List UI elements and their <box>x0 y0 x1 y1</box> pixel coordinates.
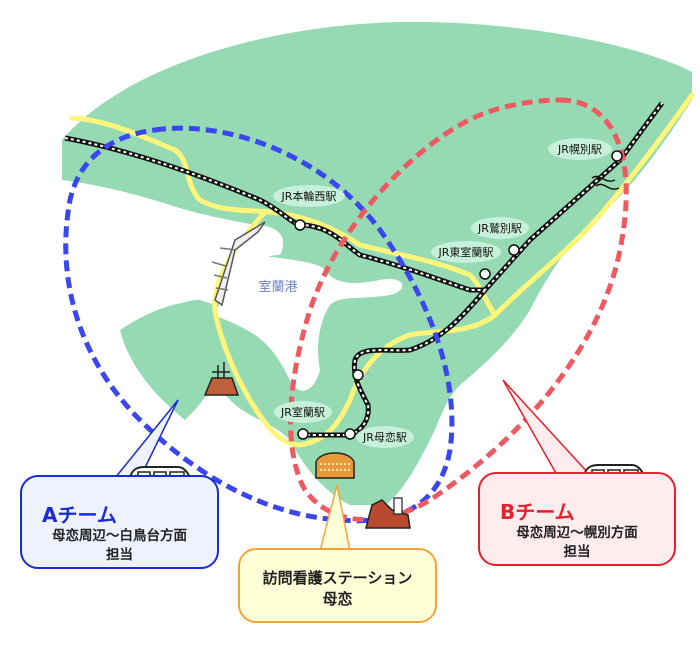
land-west-peninsula <box>120 301 215 420</box>
mountain-icon <box>203 362 240 396</box>
lighthouse-cape-icon <box>365 497 411 529</box>
station-label: JR幌別駅 <box>557 142 602 156</box>
team-b-box: Bチーム 母恋周辺〜幌別方面 担当 <box>478 472 676 566</box>
team-b-title: Bチーム <box>500 500 575 524</box>
nursing-station-box: 訪問看護ステーション 母恋 <box>238 548 437 623</box>
station-label: JR東室蘭駅 <box>438 245 494 259</box>
station-label: JR母恋駅 <box>362 430 407 444</box>
station-markers <box>294 150 623 440</box>
nursing-station-building-icon <box>315 452 355 479</box>
team-a-area-line1: 母恋周辺〜白鳥台方面 <box>52 528 187 544</box>
team-a-box: Aチーム 母恋周辺〜白鳥台方面 担当 <box>20 475 219 569</box>
team-b-area-line1: 母恋周辺〜幌別方面 <box>516 525 638 541</box>
road <box>69 115 498 318</box>
station-label: JR本輪西駅 <box>281 189 337 203</box>
team-b-area-line2: 担当 <box>563 544 591 560</box>
team-a-title: Aチーム <box>42 503 117 527</box>
nursing-station-name: 訪問看護ステーション <box>262 569 413 587</box>
station-label: JR鷲別駅 <box>477 221 522 235</box>
station-label: JR室蘭駅 <box>280 405 325 419</box>
bridge-icon <box>211 221 266 307</box>
nursing-station-location: 母恋 <box>322 590 353 608</box>
team-a-area-line2: 担当 <box>106 547 133 563</box>
station-labels: JR本輪西駅 JR幌別駅 JR鷲別駅 JR東室蘭駅 JR室蘭駅 JR母恋駅 <box>273 138 612 448</box>
rail-break-icon <box>591 175 620 190</box>
team-a-area-text: 母恋周辺〜白鳥台方面 担当 <box>22 527 217 565</box>
team-b-area-text: 母恋周辺〜幌別方面 担当 <box>480 524 674 562</box>
harbor-label: 室蘭港 <box>258 279 297 295</box>
